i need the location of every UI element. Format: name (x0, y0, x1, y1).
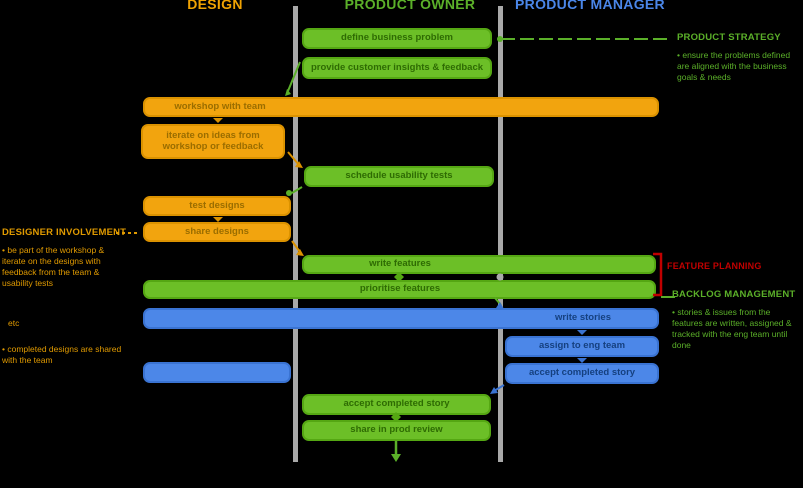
lane-header-product-owner: PRODUCT OWNER (344, 0, 476, 12)
annotation-product-strategy-body: • ensure the problems defined are aligne… (677, 50, 791, 83)
lane-header-design: DESIGN (187, 0, 243, 12)
node-accept-completed-story-pm: accept completed story (505, 363, 659, 384)
annotation-backlog-management-title: BACKLOG MANAGEMENT (672, 289, 796, 300)
node-prioritise-features: prioritise features (143, 280, 656, 299)
arrow-workshop-to-iterate (213, 118, 223, 123)
node-write-features: write features (302, 255, 656, 274)
arrowhead-blue-2 (490, 387, 498, 394)
node-schedule-usability-tests: schedule usability tests (304, 166, 494, 187)
annotation-designer-bullet1: • be part of the workshop & iterate on t… (2, 245, 105, 289)
junction-dot-green-2 (286, 190, 292, 196)
feature-planning-label: FEATURE PLANNING (667, 261, 762, 271)
annotation-designer-etc: etc (8, 318, 20, 328)
annotation-backlog-management: BACKLOG MANAGEMENT • stories & issues fr… (672, 289, 802, 352)
lane-divider-right (498, 6, 503, 462)
node-write-stories: write stories (143, 308, 659, 329)
arrow-stories-to-assign (577, 330, 587, 335)
node-workshop-with-team: workshop with team (143, 97, 659, 117)
node-assign-to-eng-team: assign to eng team (505, 336, 659, 357)
lane-header-product-manager: PRODUCT MANAGER (515, 0, 665, 12)
node-share-designs: share designs (143, 222, 291, 242)
annotation-designer-title: DESIGNER INVOLVEMENT (2, 227, 127, 238)
annotation-designer: DESIGNER INVOLVEMENT • be part of the wo… (2, 227, 130, 290)
arrowhead-green (285, 89, 291, 96)
annotation-product-strategy-title: PRODUCT STRATEGY (677, 32, 781, 43)
node-define-business-problem: define business problem (302, 28, 492, 49)
node-test-designs: test designs (143, 196, 291, 216)
annotation-designer-bullet2: • completed designs are shared with the … (2, 344, 122, 366)
node-iterate-on-ideas: iterate on ideas from workshop or feedba… (141, 124, 285, 159)
arrowhead-green-final (391, 454, 401, 462)
node-provide-customer-insights: provide customer insights & feedback (302, 57, 492, 79)
annotation-designer-bullet2-wrap: • completed designs are shared with the … (2, 344, 130, 366)
node-accept-completed-story-po: accept completed story (302, 394, 491, 415)
annotation-backlog-management-body: • stories & issues from the features are… (672, 307, 792, 351)
node-share-in-prod-review: share in prod review (302, 420, 491, 441)
node-design-lane-blue (143, 362, 291, 383)
lane-divider-left (293, 6, 298, 462)
annotation-product-strategy: PRODUCT STRATEGY • ensure the problems d… (677, 32, 801, 83)
